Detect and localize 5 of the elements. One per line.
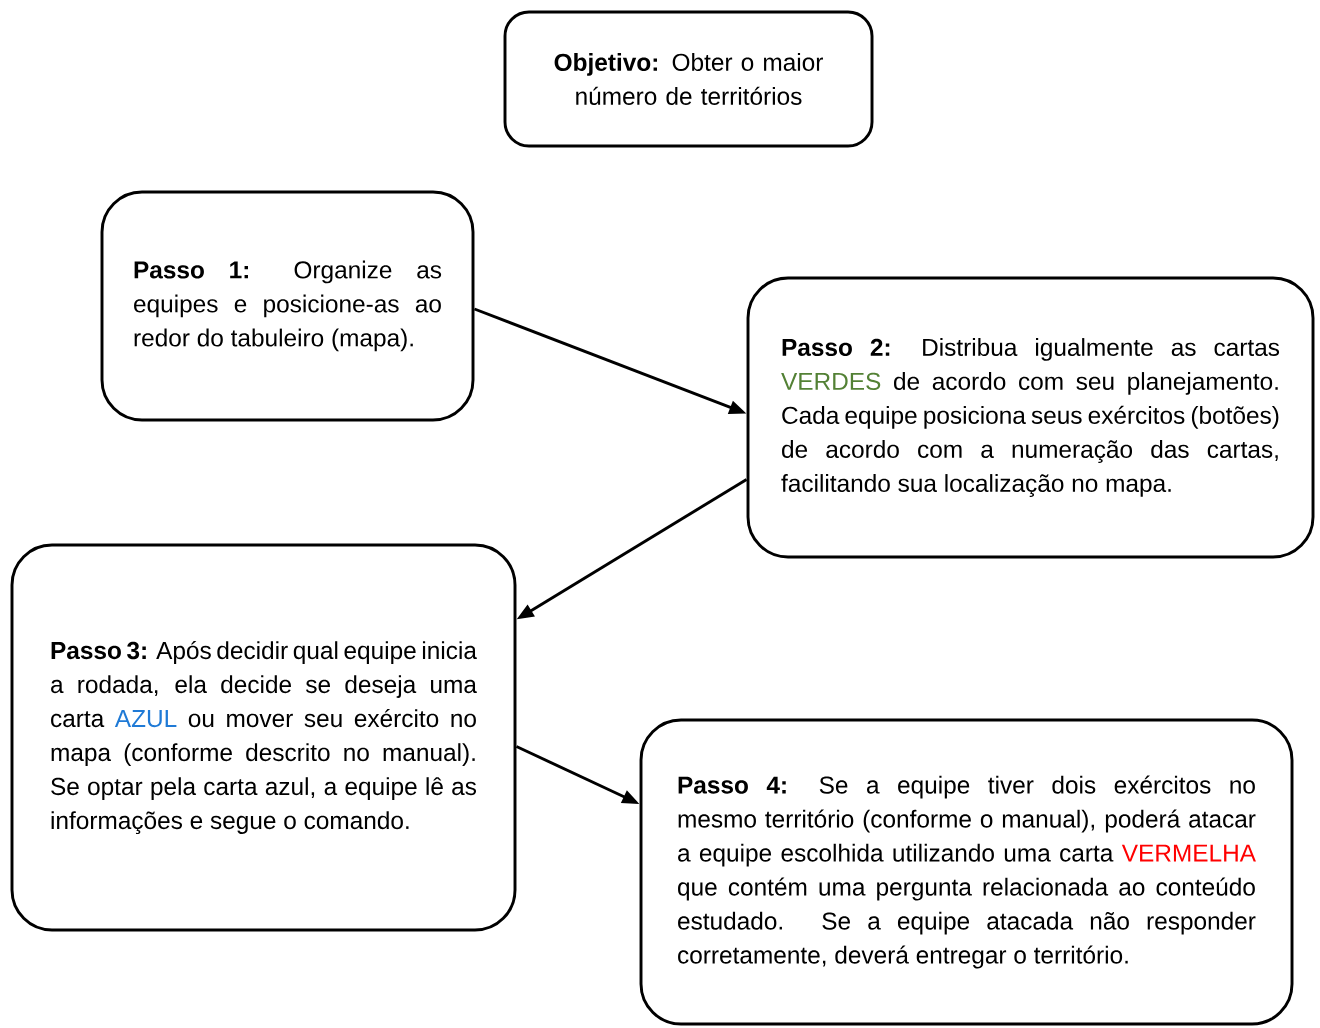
step-box: Passo 2: Distribua igualmente as cartas VERDES de acordo com seu planejamento. Cada equipe posiciona seus exércitos (botões) de acordo com a numeração das cartas, facilitando sua localização no mapa. — [746, 276, 1315, 559]
step-box: Passo 3: Após decidir qual equipe inicia a rodada, ela decide se deseja uma carta AZUL ou mover seu exército no mapa (conforme descrito no manual). Se optar pela carta azul, a equipe lê as informações e segue o comando. — [10, 543, 517, 932]
step-box: Passo 4: Se a equipe tiver dois exércitos no mesmo território (conforme o manual), poderá atacar a equipe escolhida utilizando uma carta VERMELHA que contém uma pergunta relacionada ao conteúdo estudado. Se a equipe atacada não responder corretamente, deverá entregar o território. — [639, 718, 1294, 1026]
goal-box: Objetivo: Obter o maior número de territórios — [503, 10, 874, 148]
step-box: Passo 1: Organize as equipes e posicione-as ao redor do tabuleiro (mapa). — [100, 190, 475, 422]
